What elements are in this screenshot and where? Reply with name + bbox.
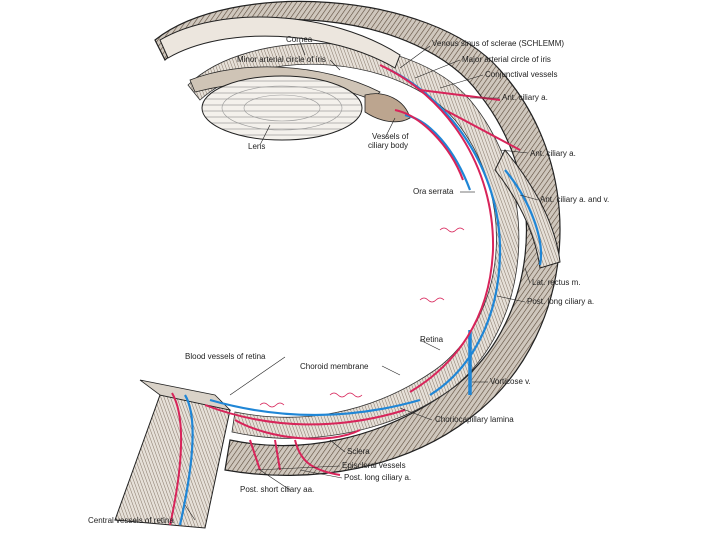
label-ant-ciliary-a-2: Ant. ciliary a. (530, 149, 576, 158)
label-venous-sinus: Venous sinus of sclerae (SCHLEMM) (432, 39, 564, 48)
label-central-vessels-retina: Central vessels of retina (88, 516, 174, 525)
ciliary-body (364, 93, 411, 123)
label-minor-arterial-circle: Minor arterial circle of iris (237, 55, 326, 64)
label-post-long-ciliary-a: Post. long ciliary a. (527, 297, 594, 306)
label-ant-ciliary-a-1: Ant. ciliary a. (502, 93, 548, 102)
label-choroid-membrane: Choroid membrane (300, 362, 369, 371)
label-ora-serrata: Ora serrata (413, 187, 454, 196)
label-conjunctival-vessels: Conjunctival vessels (485, 70, 557, 79)
lens-shape (201, 75, 363, 141)
label-episcleral-vessels: Episcleral vessels (342, 461, 406, 470)
label-lat-rectus: Lat. rectus m. (532, 278, 580, 287)
label-lens: Lens (248, 142, 265, 151)
label-vessels-ciliary-body-2: ciliary body (368, 141, 408, 150)
label-blood-vessels-retina: Blood vessels of retina (185, 352, 266, 361)
leader-lines (184, 41, 539, 521)
label-post-long-ciliary-a-2: Post. long ciliary a. (344, 473, 411, 482)
label-post-short-ciliary-aa: Post. short ciliary aa. (240, 485, 314, 494)
label-sclera: Sclera (347, 447, 370, 456)
optic-nerve (114, 394, 231, 529)
label-major-arterial-circle: Major arterial circle of iris (462, 55, 551, 64)
choriocapillaries (259, 227, 465, 408)
label-retina: Retina (420, 335, 444, 344)
label-cornea: Cornea (286, 35, 313, 44)
cornea-shape (159, 16, 401, 69)
label-vessels-ciliary-body-1: Vessels of (372, 132, 409, 141)
veins (178, 69, 542, 526)
label-ant-ciliary-a-and-v: Ant. ciliary a. and v. (540, 195, 609, 204)
label-vorticose-v: Vorticose v. (490, 377, 531, 386)
arteries (169, 64, 521, 526)
label-choriocapillary-lamina: Choriocapillary lamina (435, 415, 514, 424)
